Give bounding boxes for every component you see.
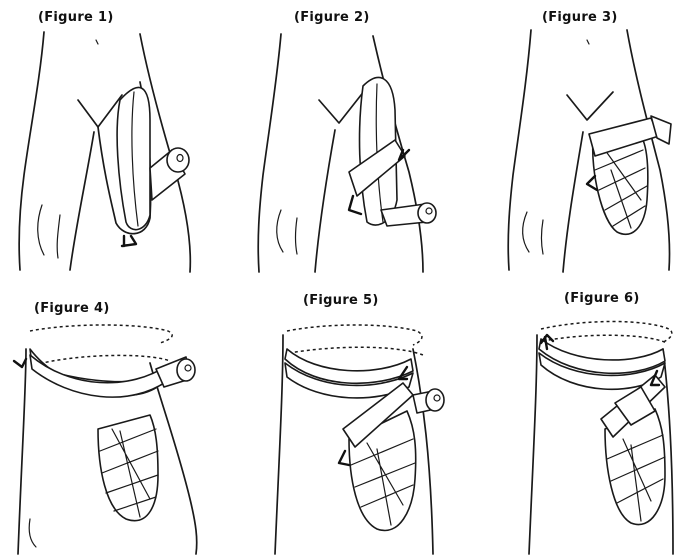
figure-6-illustration (455, 279, 682, 558)
figure-4-illustration (0, 279, 227, 558)
figure-5-illustration (227, 279, 455, 558)
figure-4-panel: (Figure 4) (0, 279, 227, 558)
figure-3-panel: (Figure 3) (455, 0, 682, 279)
figure-1-illustration (0, 0, 227, 279)
figure-6-panel: (Figure 6) (455, 279, 682, 558)
figure-1-panel: (Figure 1) (0, 0, 227, 279)
figure-3-illustration (455, 0, 682, 279)
figure-2-panel: (Figure 2) (227, 0, 455, 279)
figure-5-panel: (Figure 5) (227, 279, 455, 558)
figure-2-illustration (227, 0, 455, 279)
